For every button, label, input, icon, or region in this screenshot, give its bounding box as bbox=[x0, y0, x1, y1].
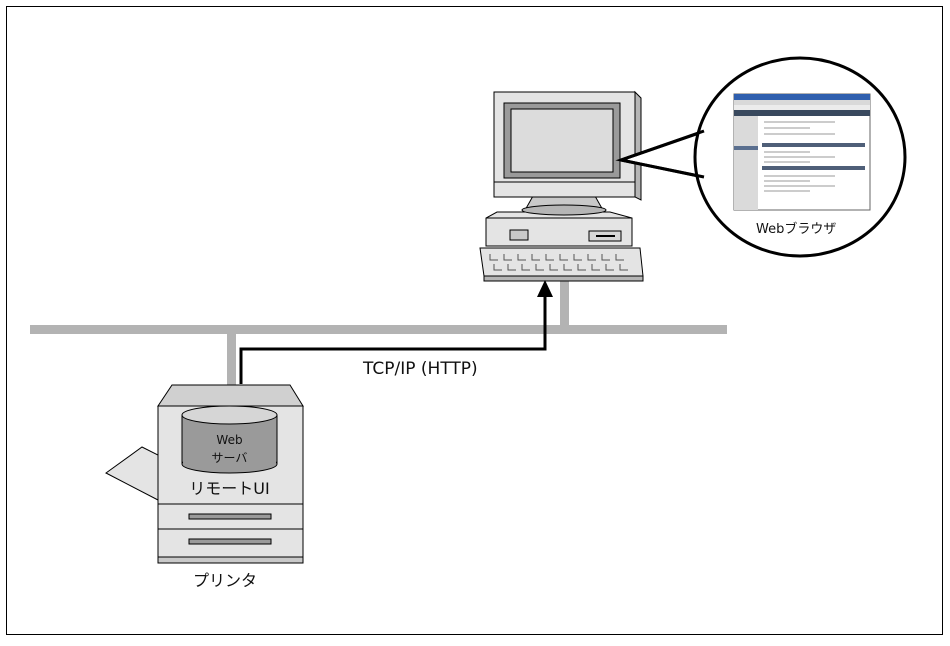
connection-label: TCP/IP (HTTP) bbox=[362, 359, 478, 379]
keyboard-key bbox=[605, 264, 614, 271]
web-server-cylinder: Web サーバ bbox=[181, 405, 278, 474]
keyboard-key bbox=[577, 264, 586, 271]
keyboard-key bbox=[619, 264, 628, 271]
keyboard-keys bbox=[489, 254, 628, 271]
monitor-screen bbox=[510, 108, 614, 173]
keyboard-key bbox=[507, 264, 516, 271]
keyboard-key bbox=[535, 264, 544, 271]
keyboard-key bbox=[489, 254, 498, 261]
browser-thumbnail bbox=[733, 93, 871, 211]
keyboard-key bbox=[549, 264, 558, 271]
printer-caption: プリンタ bbox=[193, 571, 257, 590]
keyboard-key bbox=[587, 254, 596, 261]
keyboard-key bbox=[531, 254, 540, 261]
remote-ui-label: リモートUI bbox=[189, 479, 269, 498]
keyboard-key bbox=[559, 254, 568, 261]
browser-caption: Webブラウザ bbox=[756, 221, 836, 237]
keyboard-key bbox=[615, 254, 624, 261]
network-bus bbox=[30, 325, 727, 334]
keyboard-key bbox=[493, 264, 502, 271]
keyboard-key bbox=[545, 254, 554, 261]
printer-network-drop bbox=[227, 334, 236, 408]
computer-illustration bbox=[479, 90, 644, 282]
server-label-line1: Web bbox=[216, 433, 242, 447]
tcpip-connection-line bbox=[239, 296, 547, 384]
server-label-line2: サーバ bbox=[212, 451, 248, 465]
keyboard-key bbox=[591, 264, 600, 271]
computer-network-drop bbox=[560, 268, 569, 326]
keyboard bbox=[479, 247, 644, 277]
keyboard-key bbox=[601, 254, 610, 261]
keyboard-key bbox=[563, 264, 572, 271]
browser-callout: Webブラウザ bbox=[615, 56, 907, 258]
keyboard-key bbox=[573, 254, 582, 261]
keyboard-key bbox=[503, 254, 512, 261]
connection-arrow-head bbox=[537, 280, 553, 297]
keyboard-key bbox=[521, 264, 530, 271]
power-button bbox=[509, 229, 529, 241]
printer-illustration: Web サーバ リモートUI bbox=[105, 384, 304, 564]
keyboard-key bbox=[517, 254, 526, 261]
